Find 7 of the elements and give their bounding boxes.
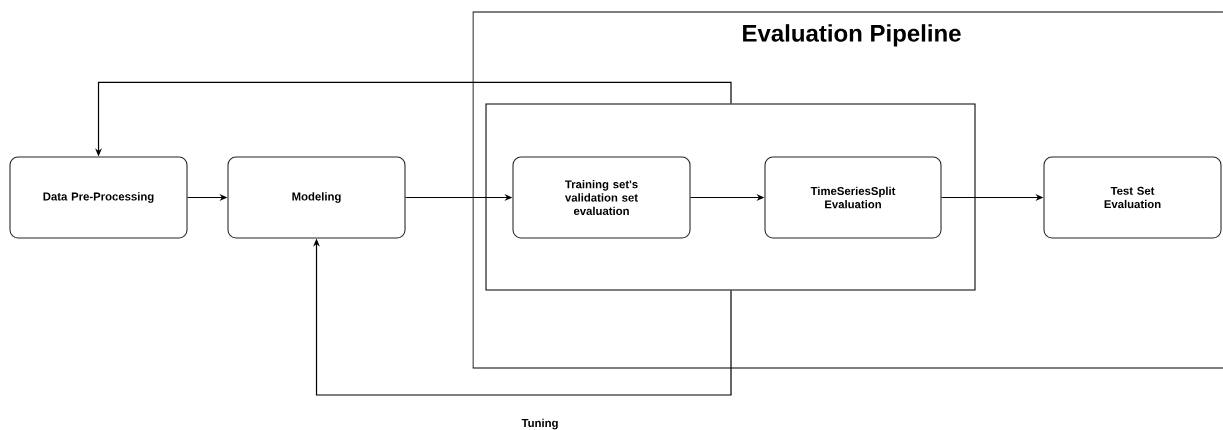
process-box: TimeSeriesSplit Evaluation: [764, 156, 942, 239]
edge-label: Tuning: [520, 417, 560, 430]
process-box: Test Set Evaluation: [1043, 156, 1222, 239]
process-box: Training set's validation set evaluation: [512, 156, 691, 239]
group-box: [485, 103, 976, 291]
process-box: Modeling: [227, 156, 406, 239]
process-box: Data Pre-Processing: [9, 156, 188, 239]
